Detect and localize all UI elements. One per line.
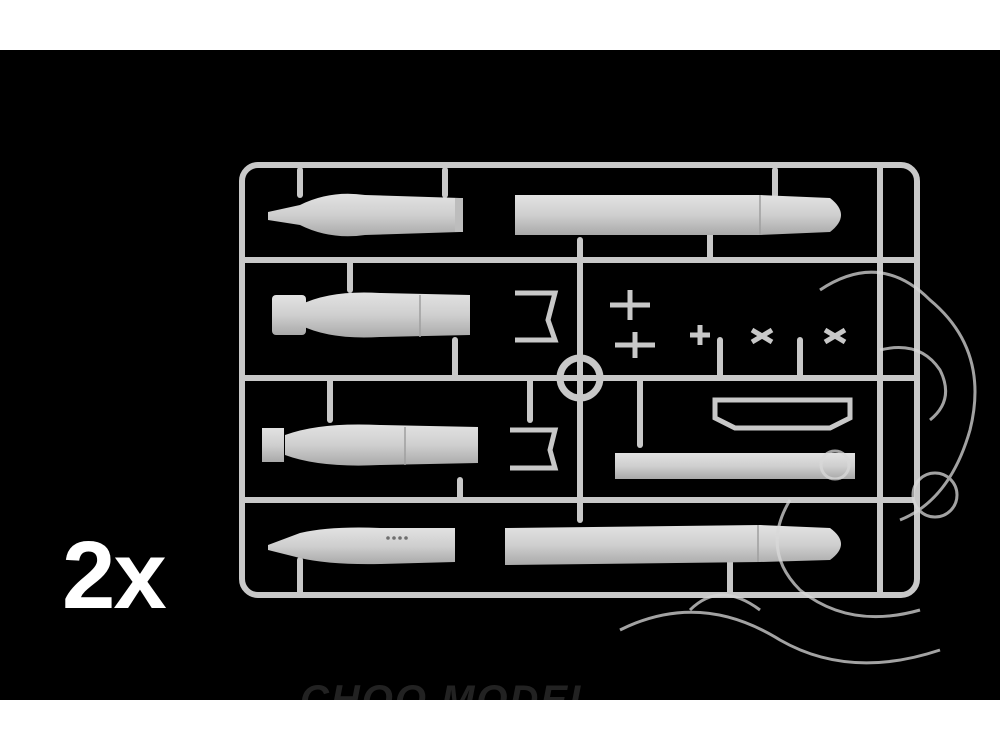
bomb-part-icon <box>272 292 470 338</box>
logo-watermark-icon <box>619 270 977 665</box>
fin-part-icon <box>515 290 847 358</box>
bomb-part-icon <box>615 397 855 479</box>
bomb-part-icon <box>262 424 478 466</box>
bomb-part-icon <box>515 195 841 235</box>
product-image: 2x CHOO MODEL <box>0 50 1000 700</box>
bomb-part-icon <box>268 193 463 237</box>
bomb-part-icon <box>268 527 455 565</box>
brand-watermark: CHOO MODEL <box>300 678 596 700</box>
fin-part-icon <box>510 427 559 471</box>
bomb-part-icon <box>505 525 841 565</box>
quantity-label: 2x <box>62 522 167 629</box>
plastic-sprue-icon <box>239 162 977 665</box>
